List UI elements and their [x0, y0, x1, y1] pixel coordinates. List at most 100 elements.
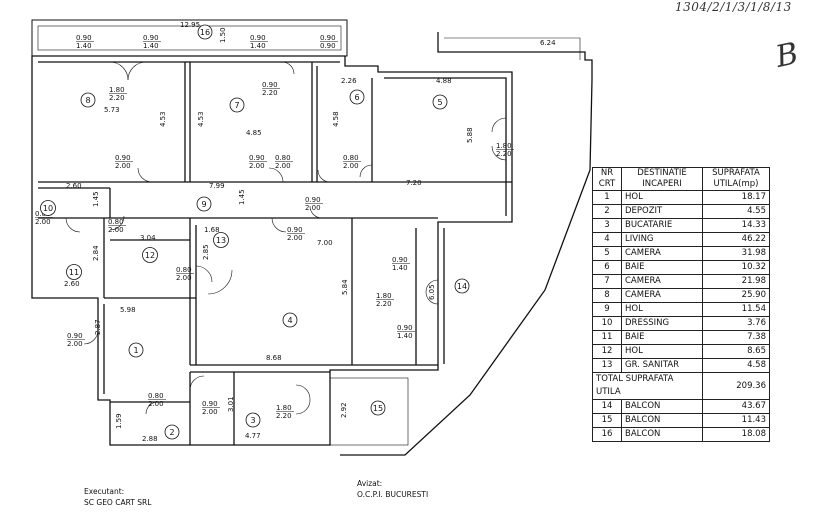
opening-height: 2.00	[287, 234, 303, 242]
room-number-10: 10	[40, 200, 56, 216]
room-number-circle	[213, 232, 229, 248]
room-number-circle	[142, 247, 158, 263]
room-number-13: 13	[213, 232, 229, 248]
room-number-circle	[229, 97, 245, 113]
opening-height: 2.00	[176, 274, 192, 282]
room-number-1: 1	[128, 342, 144, 358]
opening-height: 2.00	[305, 204, 321, 212]
opening-width: 0.90	[115, 154, 131, 162]
dim-label: 1.45	[238, 189, 246, 205]
opening-label: 0.902.00	[67, 332, 85, 348]
opening-width: 0.90	[202, 400, 218, 408]
room-number-circle	[40, 200, 56, 216]
opening-labels: 0.901.400.901.400.901.400.900.901.802.20…	[35, 34, 514, 420]
header-nr-line1: NR	[600, 168, 614, 178]
room-number-text: 7	[234, 101, 239, 110]
opening-height: 2.20	[109, 94, 125, 102]
dim-label: 2.92	[340, 402, 348, 418]
opening-width: 0.90	[397, 324, 413, 332]
dim-label: 2.26	[341, 77, 357, 85]
opening-height: 2.00	[343, 162, 359, 170]
room-name-cell: CAMERA	[621, 274, 703, 289]
room-number-circle	[370, 400, 386, 416]
header-area-line1: SUPRAFATA	[712, 168, 760, 178]
opening-label: 0.802.00	[275, 154, 293, 170]
room-nr-cell: 13	[592, 358, 622, 373]
dim-label: 5.73	[104, 106, 120, 114]
room-nr-cell: 16	[592, 427, 622, 442]
room-area-cell: 3.76	[702, 316, 770, 331]
room-area-cell: 4.55	[702, 204, 770, 219]
dim-label: 2.88	[142, 435, 158, 443]
opening-width: 0.90	[143, 34, 159, 42]
room-nr-cell: 11	[592, 330, 622, 345]
dim-label: 2.87	[94, 319, 102, 335]
room-name-cell: LIVING	[621, 232, 703, 247]
opening-height: 2.20	[496, 150, 512, 158]
opening-label: 0.802.00	[35, 210, 53, 226]
opening-width: 0.90	[320, 34, 336, 42]
room-number-circle	[164, 424, 180, 440]
room-number-circle	[197, 24, 213, 40]
opening-label: 0.901.40	[392, 256, 410, 272]
room-nr-cell: 1	[592, 190, 622, 205]
opening-height: 1.40	[397, 332, 413, 340]
opening-width: 0.90	[287, 226, 303, 234]
dim-label: 2.85	[202, 244, 210, 260]
room-area-cell: 14.33	[702, 218, 770, 233]
opening-label: 0.902.20	[262, 81, 280, 97]
room-number-11: 11	[66, 264, 82, 280]
opening-height: 2.00	[202, 408, 218, 416]
handwritten-reference: 1304/2/1/3/1/8/13	[675, 0, 792, 14]
opening-label: 1.802.20	[376, 292, 394, 308]
balcony-16-inner	[37, 25, 342, 51]
room-nr-cell: 10	[592, 316, 622, 331]
dim-label: 1.59	[115, 413, 123, 429]
room-name-cell: DRESSING	[621, 316, 703, 331]
dim-label: 2.84	[92, 245, 100, 261]
room-area-cell: 46.22	[702, 232, 770, 247]
room-nr-cell: 15	[592, 413, 622, 428]
opening-label: 0.901.40	[250, 34, 268, 50]
room-name-cell: CAMERA	[621, 246, 703, 261]
opening-label: 0.900.90	[320, 34, 338, 50]
opening-label: 0.802.00	[176, 266, 194, 282]
room-area-cell: 18.08	[702, 427, 770, 442]
room-area-cell: 11.43	[702, 413, 770, 428]
room-name-cell: BAIE	[621, 330, 703, 345]
opening-width: 0.80	[176, 266, 192, 274]
dim-label: 4.77	[245, 432, 261, 440]
room-area-cell: 31.98	[702, 246, 770, 261]
room-number-text: 11	[69, 268, 79, 277]
opening-label: 1.802.20	[276, 404, 294, 420]
dim-label: 5.84	[341, 279, 349, 295]
room-number-text: 16	[200, 28, 210, 37]
opening-height: 1.40	[392, 264, 408, 272]
dim-label: 4.53	[197, 111, 205, 127]
header-dest-line2: INCAPERI	[642, 179, 682, 189]
room-number-text: 8	[85, 96, 90, 105]
room-area-cell: 8.65	[702, 344, 770, 359]
header-nr-line2: CRT	[598, 179, 616, 189]
room-number-3: 3	[245, 412, 261, 428]
room-number-circle	[66, 264, 82, 280]
room-area-cell: 10.32	[702, 260, 770, 275]
opening-label: 0.901.40	[397, 324, 415, 340]
room-number-text: 2	[169, 428, 174, 437]
opening-height: 2.00	[115, 162, 131, 170]
room-number-9: 9	[196, 196, 212, 212]
opening-width: 0.80	[148, 392, 164, 400]
opening-height: 1.40	[76, 42, 92, 50]
opening-label: 0.901.40	[143, 34, 161, 50]
room-number-text: 13	[216, 236, 226, 245]
opening-width: 1.80	[376, 292, 392, 300]
